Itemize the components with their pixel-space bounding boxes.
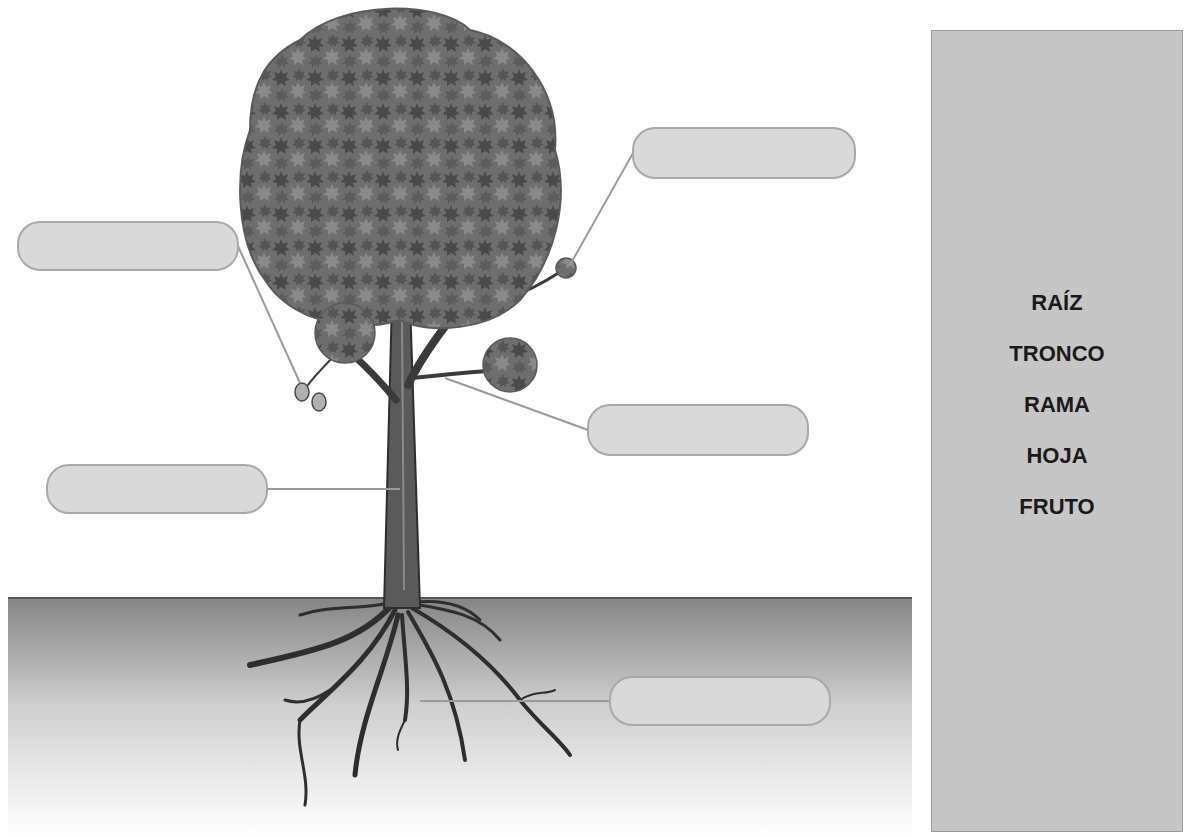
part-name: HOJA — [1026, 430, 1087, 481]
part-name: TRONCO — [1009, 328, 1104, 379]
part-name: RAÍZ — [1031, 277, 1082, 328]
part-name: RAMA — [1024, 379, 1090, 430]
part-name: FRUTO — [1019, 481, 1094, 532]
word-bank-panel: RAÍZTRONCORAMAHOJAFRUTO — [931, 30, 1183, 832]
